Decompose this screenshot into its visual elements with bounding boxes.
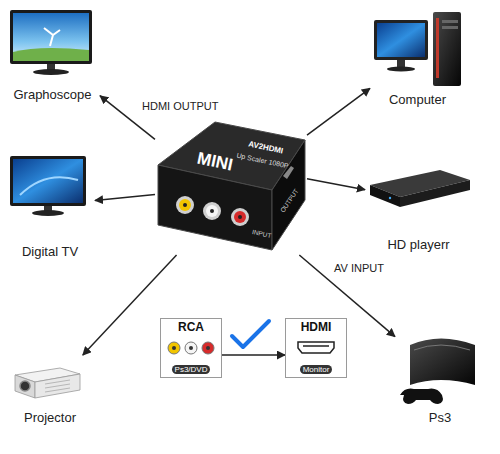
converter-icon — [158, 122, 305, 250]
device-node: Computer — [370, 5, 465, 110]
port-label: OUTPUT — [278, 187, 299, 213]
digital-tv-icon — [32, 210, 64, 216]
rca-jacks-icon — [172, 346, 176, 350]
digital-tv-icon — [20, 177, 78, 195]
device-node: HD playerr — [365, 150, 472, 255]
device-label: Graphoscope — [13, 88, 91, 103]
rca-jacks-icon — [206, 346, 210, 350]
source-tag: Monitor — [300, 365, 333, 374]
graphoscope-icon — [33, 69, 69, 75]
device-label: Digital TV — [22, 245, 78, 260]
computer-icon — [433, 12, 461, 86]
converter-icon — [272, 140, 305, 250]
converter-icon — [203, 202, 221, 220]
digital-tv-icon — [10, 156, 86, 216]
projector-icon — [35, 374, 80, 398]
rca-jacks-icon — [168, 342, 180, 354]
arrow-connector — [83, 255, 177, 355]
source-tag: Ps3/DVD — [172, 365, 211, 374]
device-label: Ps3 — [429, 411, 451, 426]
projector-icon — [45, 380, 70, 392]
digital-tv-icon — [10, 156, 86, 206]
ps3-icon — [414, 345, 470, 350]
checkmark — [232, 321, 269, 347]
section-label: AV INPUT — [332, 262, 386, 275]
converter-icon — [210, 209, 214, 213]
connector-box: HDMI Monitor — [285, 318, 347, 378]
projector-icon — [15, 368, 80, 398]
hdmi-port-icon — [298, 342, 334, 353]
device-node: Digital TV — [5, 148, 95, 262]
checkmark — [232, 321, 269, 347]
computer-icon — [436, 18, 439, 78]
digital-tv-icon — [13, 159, 83, 203]
graphoscope-icon — [13, 48, 89, 61]
device-node: Ps3 — [395, 325, 485, 428]
rca-jacks-icon — [168, 342, 214, 354]
computer-icon — [442, 26, 458, 29]
converter-icon — [234, 211, 246, 223]
connector-box: RCA Ps3/DVD — [160, 318, 222, 378]
converter-icon — [206, 205, 218, 217]
ps3-icon — [400, 339, 475, 405]
rca-jacks-icon — [185, 342, 197, 354]
graphoscope-icon — [13, 13, 89, 61]
computer-icon — [377, 23, 425, 57]
computer-icon — [387, 67, 415, 72]
converter-icon — [183, 203, 187, 207]
converter-node: MINIAV2HDMIUp Scaler 1080POUTPUTINPUT — [155, 120, 307, 255]
computer-icon — [442, 20, 458, 23]
port-label: INPUT — [251, 228, 272, 239]
hd-player-icon — [370, 170, 470, 207]
projector-icon — [15, 375, 35, 398]
device-label: Computer — [389, 93, 446, 108]
device-label: Projector — [24, 411, 76, 426]
converter-icon — [179, 199, 191, 211]
hd-player-icon — [389, 197, 391, 199]
converter-icon — [231, 208, 249, 226]
hd-player-icon — [370, 185, 400, 207]
device-label: HD playerr — [387, 238, 449, 253]
device-node: Projector — [5, 355, 95, 428]
hdmi-port-icon — [298, 342, 334, 353]
graphoscope-icon — [10, 10, 92, 64]
connector-title: RCA — [178, 321, 204, 335]
brand-text: MINI — [195, 148, 234, 175]
arrow-connector — [95, 195, 155, 201]
ps3-icon — [400, 389, 443, 404]
section-label: HDMI OUTPUT — [140, 100, 220, 113]
converter-icon — [158, 165, 272, 250]
arrow-connector — [307, 179, 365, 190]
hdmi-port-icon — [303, 345, 329, 347]
graphoscope-icon — [44, 28, 60, 46]
rca-jacks-icon — [189, 346, 193, 350]
arrow-connector — [222, 354, 285, 356]
converter-icon — [176, 196, 194, 214]
model-text: AV2HDMI — [247, 139, 284, 155]
converter-icon — [238, 215, 242, 219]
hd-player-icon — [400, 180, 470, 207]
arrow-connector — [307, 88, 370, 135]
graphoscope-icon — [10, 10, 92, 75]
arrow-connector — [299, 255, 395, 337]
computer-icon — [374, 12, 461, 86]
connector-title: HDMI — [301, 321, 332, 335]
projector-icon — [20, 381, 30, 391]
device-node: Graphoscope — [5, 5, 100, 105]
ps3-icon — [410, 339, 475, 386]
rca-jacks-icon — [202, 342, 214, 354]
computer-icon — [374, 20, 428, 60]
